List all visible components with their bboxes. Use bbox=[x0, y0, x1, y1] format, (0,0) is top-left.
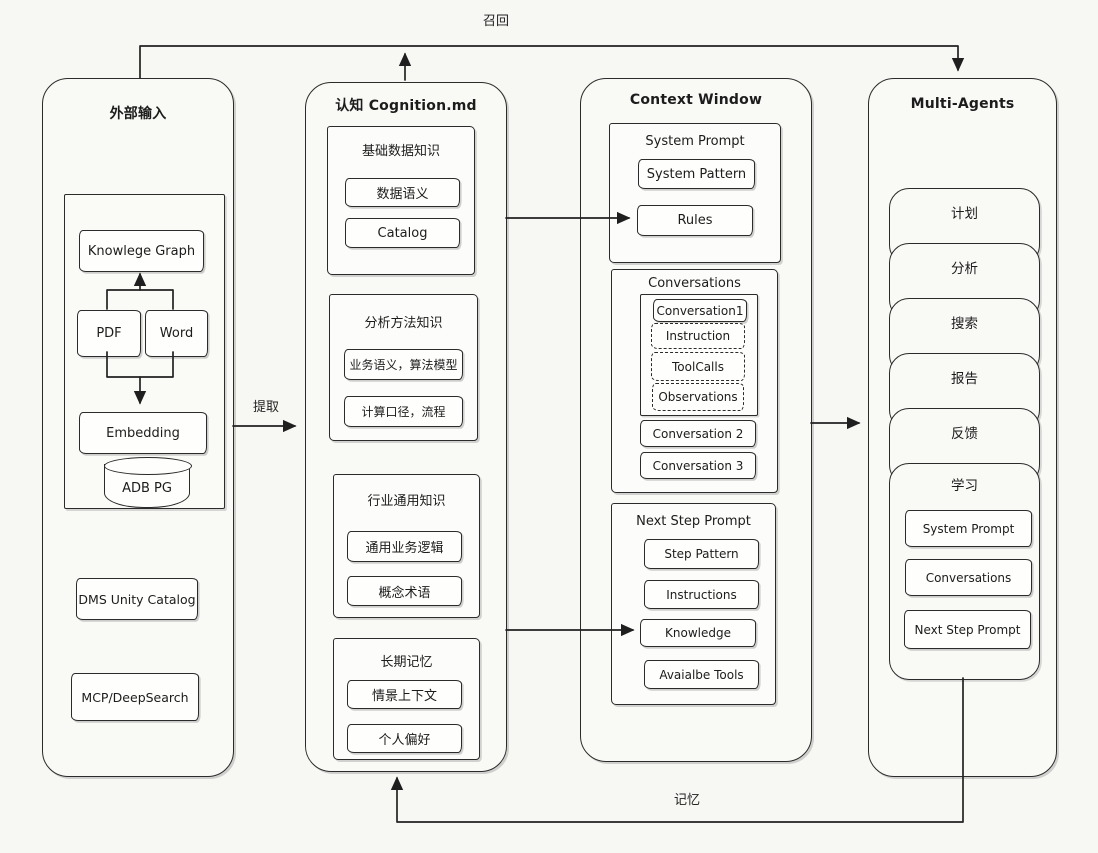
system-pattern-node: System Pattern bbox=[638, 159, 755, 189]
catalog-node: Catalog bbox=[345, 218, 460, 248]
conversation2-node: Conversation 2 bbox=[640, 420, 756, 447]
toolcalls-node: ToolCalls bbox=[651, 352, 745, 381]
step-pattern-node: Step Pattern bbox=[644, 539, 759, 569]
group-conversations: Conversations Conversation1 Instruction … bbox=[611, 269, 778, 493]
recall-label: 召回 bbox=[482, 14, 509, 29]
knowledge-graph-node: Knowlege Graph bbox=[79, 230, 204, 272]
instruction-node: Instruction bbox=[651, 323, 745, 349]
agent-plan-label: 计划 bbox=[951, 206, 978, 222]
instructions-node: Instructions bbox=[644, 580, 759, 609]
mcp-deepsearch-node: MCP/DeepSearch bbox=[71, 673, 199, 721]
agent-feedback-label: 反馈 bbox=[951, 426, 978, 442]
agent-next-step-prompt-node: Next Step Prompt bbox=[904, 610, 1031, 649]
column-external-input: 外部输入 Knowlege Graph PDF Word Embedding A… bbox=[42, 78, 234, 777]
personal-preference-node: 个人偏好 bbox=[347, 724, 462, 753]
agent-learn-label: 学习 bbox=[951, 478, 978, 494]
recall-arrow bbox=[139, 45, 965, 79]
embedding-node: Embedding bbox=[79, 412, 207, 454]
agent-conversations-node: Conversations bbox=[905, 559, 1032, 596]
conversation3-node: Conversation 3 bbox=[640, 452, 756, 479]
group-analysis-method-knowledge-title: 分析方法知识 bbox=[364, 316, 443, 331]
context-window-title: Context Window bbox=[629, 92, 763, 108]
group-conversations-title: Conversations bbox=[648, 276, 741, 291]
word-node: Word bbox=[145, 310, 208, 357]
agent-analysis-label: 分析 bbox=[951, 261, 978, 277]
conversation1-frame: Conversation1 Instruction ToolCalls Obse… bbox=[640, 294, 758, 416]
column-context-window: Context Window System Prompt System Patt… bbox=[580, 78, 812, 762]
context-scene-node: 情景上下文 bbox=[347, 680, 462, 709]
agent-report-label: 报告 bbox=[951, 371, 978, 387]
group-system-prompt: System Prompt System Pattern Rules bbox=[609, 123, 781, 263]
knowledge-node: Knowledge bbox=[640, 619, 756, 647]
observations-node: Observations bbox=[652, 383, 744, 411]
group-basic-data-knowledge-title: 基础数据知识 bbox=[361, 144, 440, 159]
concept-terms-node: 概念术语 bbox=[347, 576, 462, 606]
column-multi-agents: Multi-Agents 计划 分析 搜索 报告 反馈 学习 System Pr… bbox=[868, 78, 1057, 777]
data-semantics-node: 数据语义 bbox=[345, 178, 460, 207]
calculation-caliber-node: 计算口径，流程 bbox=[344, 396, 463, 427]
cognition-title: 认知 Cognition.md bbox=[335, 98, 477, 114]
group-industry-common-knowledge: 行业通用知识 通用业务逻辑 概念术语 bbox=[333, 474, 480, 618]
extract-label: 提取 bbox=[252, 400, 279, 415]
business-semantics-node: 业务语义，算法模型 bbox=[344, 349, 463, 380]
external-input-title: 外部输入 bbox=[109, 106, 167, 122]
group-analysis-method-knowledge: 分析方法知识 业务语义，算法模型 计算口径，流程 bbox=[329, 294, 478, 441]
memory-label: 记忆 bbox=[673, 793, 700, 808]
dms-unity-catalog-node: DMS Unity Catalog bbox=[76, 578, 198, 620]
rules-node: Rules bbox=[637, 205, 753, 236]
multi-agents-title: Multi-Agents bbox=[910, 96, 1015, 112]
group-long-term-memory-title: 长期记忆 bbox=[380, 655, 433, 670]
agent-search-label: 搜索 bbox=[951, 316, 978, 332]
available-tools-node: Avaialbe Tools bbox=[644, 660, 759, 689]
group-basic-data-knowledge: 基础数据知识 数据语义 Catalog bbox=[327, 126, 475, 275]
column-cognition: 认知 Cognition.md 基础数据知识 数据语义 Catalog 分析方法… bbox=[305, 82, 507, 772]
ingest-frame: Knowlege Graph PDF Word Embedding ADB PG bbox=[64, 194, 225, 509]
group-long-term-memory: 长期记忆 情景上下文 个人偏好 bbox=[333, 638, 480, 760]
group-next-step-prompt: Next Step Prompt Step Pattern Instructio… bbox=[611, 503, 776, 705]
conversation1-node: Conversation1 bbox=[653, 299, 747, 322]
group-next-step-prompt-title: Next Step Prompt bbox=[636, 514, 751, 529]
agent-system-prompt-node: System Prompt bbox=[905, 510, 1032, 547]
agent-card-learn: 学习 System Prompt Conversations Next Step… bbox=[889, 463, 1040, 680]
group-industry-common-knowledge-title: 行业通用知识 bbox=[367, 494, 446, 509]
group-system-prompt-title: System Prompt bbox=[645, 134, 745, 149]
pdf-node: PDF bbox=[77, 310, 141, 357]
common-business-logic-node: 通用业务逻辑 bbox=[347, 531, 462, 562]
adb-pg-cylinder-top bbox=[104, 457, 192, 475]
